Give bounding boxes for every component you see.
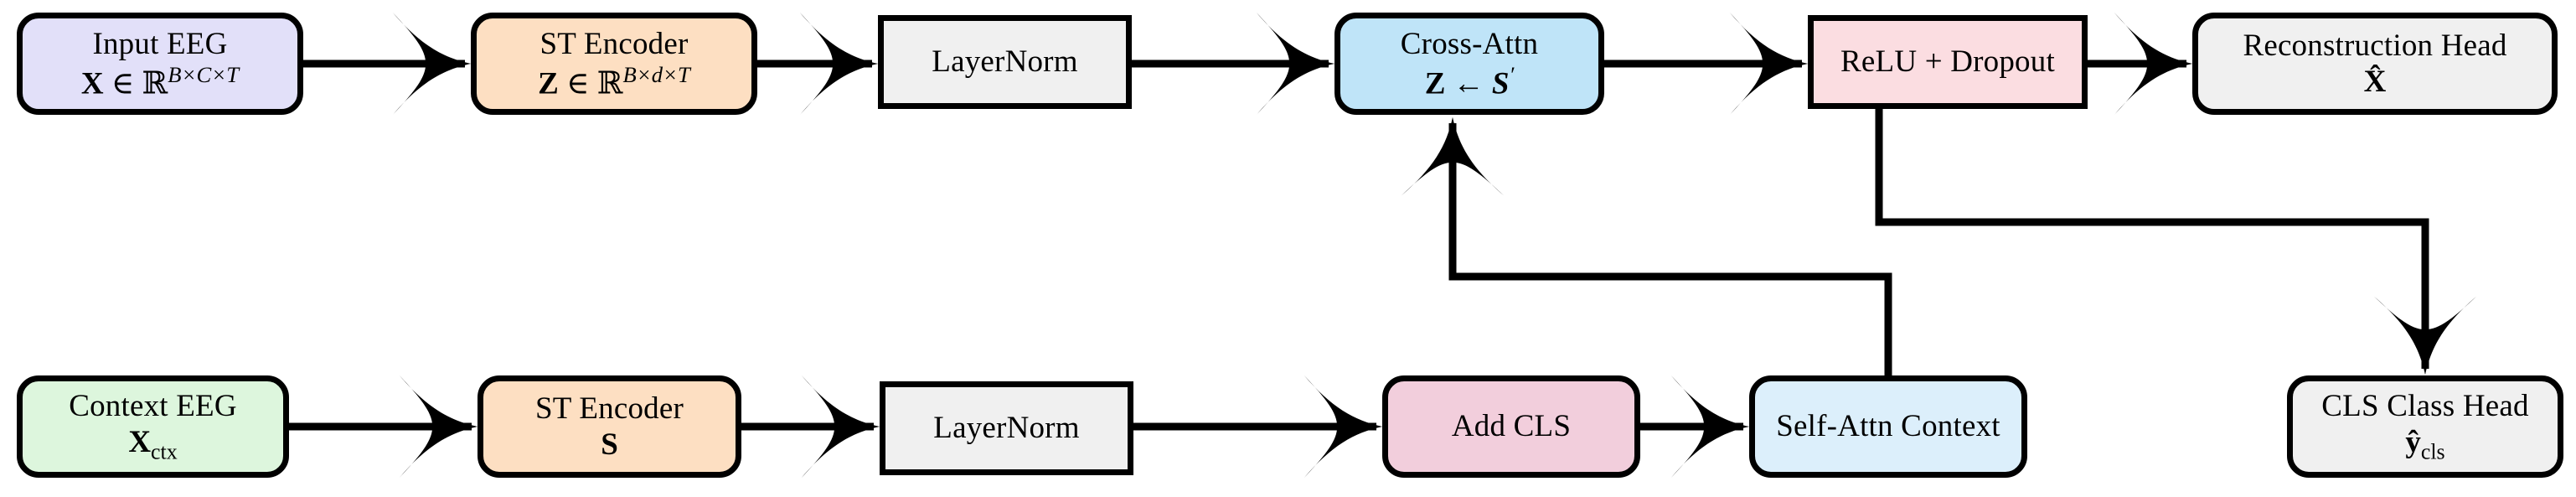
node-add-cls-label: Add CLS [1451, 409, 1572, 444]
node-relu-dropout[interactable]: ReLU + Dropout [1808, 15, 2088, 109]
edge-relu-dropout-to-cls-class-head [1875, 109, 2477, 375]
node-st-encoder-top-formula: Z ∈ ℝB×d×T [538, 61, 690, 101]
node-layernorm-bottom-label: LayerNorm [933, 411, 1080, 446]
node-cls-class-head-formula: ŷcls [2405, 424, 2445, 464]
node-cls-class-head-label: CLS Class Head [2321, 389, 2529, 424]
node-context-eeg-label: Context EEG [69, 389, 237, 424]
node-input-eeg[interactable]: Input EEG X ∈ ℝB×C×T [17, 13, 303, 115]
node-st-encoder-bottom[interactable]: ST Encoder S [478, 375, 741, 478]
node-context-eeg[interactable]: Context EEG Xctx [17, 375, 289, 478]
node-input-eeg-label: Input EEG [92, 26, 228, 61]
node-st-encoder-top-label: ST Encoder [539, 26, 689, 61]
node-reconstruction-head-formula: X̂ [2363, 64, 2387, 99]
node-layernorm-bottom[interactable]: LayerNorm [880, 381, 1133, 475]
node-self-attn-context[interactable]: Self-Attn Context [1749, 375, 2027, 478]
node-st-encoder-bottom-formula: S [601, 427, 618, 462]
node-layernorm-top[interactable]: LayerNorm [878, 15, 1132, 109]
node-self-attn-context-label: Self-Attn Context [1776, 409, 2000, 444]
node-st-encoder-top[interactable]: ST Encoder Z ∈ ℝB×d×T [471, 13, 757, 115]
node-input-eeg-formula: X ∈ ℝB×C×T [80, 61, 240, 101]
node-layernorm-top-label: LayerNorm [932, 44, 1078, 80]
node-reconstruction-head[interactable]: Reconstruction Head X̂ [2192, 13, 2558, 115]
node-cross-attn-label: Cross-Attn [1400, 26, 1539, 61]
node-relu-dropout-label: ReLU + Dropout [1840, 44, 2055, 80]
node-add-cls[interactable]: Add CLS [1382, 375, 1640, 478]
node-cls-class-head[interactable]: CLS Class Head ŷcls [2287, 375, 2563, 478]
node-cross-attn[interactable]: Cross-Attn Z ← S′ [1334, 13, 1604, 115]
node-context-eeg-formula: Xctx [128, 424, 178, 464]
node-reconstruction-head-label: Reconstruction Head [2243, 28, 2507, 64]
node-cross-attn-formula: Z ← S′ [1424, 61, 1515, 101]
node-st-encoder-bottom-label: ST Encoder [534, 391, 684, 427]
edge-self-attn-context-to-cross-attn [1401, 116, 1892, 375]
